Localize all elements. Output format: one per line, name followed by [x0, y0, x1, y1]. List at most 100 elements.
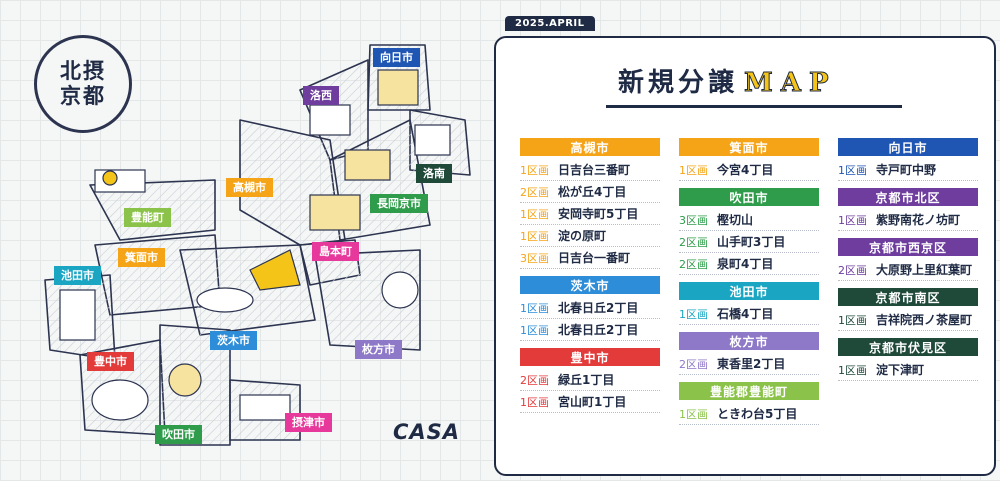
- area-header: 枚方市: [679, 332, 819, 350]
- map-label-suita: 吹田市: [155, 425, 202, 444]
- lot-location: 吉祥院西ノ茶屋町: [876, 313, 973, 327]
- lot-location: 大原野上里紅葉町: [876, 263, 973, 277]
- title-jp: 新規分譲: [618, 68, 739, 98]
- title-en: MAP: [744, 68, 837, 99]
- list-item: 1区画今宮4丁目: [679, 159, 819, 181]
- tree-icon: [102, 170, 118, 186]
- map-label-takatsuki: 高槻市: [226, 178, 273, 197]
- map-label-settsu: 摂津市: [285, 413, 332, 432]
- list-item: 1区画石橋4丁目: [679, 303, 819, 325]
- map-label-nagaokakyo: 長岡京市: [370, 194, 428, 213]
- area-header: 豊能郡豊能町: [679, 382, 819, 400]
- lot-location: 緑丘1丁目: [558, 373, 615, 387]
- shrine-icon: [344, 149, 391, 181]
- area-group: 池田市 1区画石橋4丁目: [679, 282, 819, 325]
- lot-location: 淀下津町: [876, 363, 925, 377]
- list-item: 2区画松が丘4丁目: [520, 181, 660, 203]
- castle-icon: [309, 194, 361, 231]
- lot-location: 日吉台三番町: [558, 163, 631, 177]
- lot-count: 1区画: [520, 323, 549, 337]
- train-icon: [239, 394, 291, 421]
- lot-location: 山手町3丁目: [717, 235, 786, 249]
- ferris-wheel-icon: [381, 271, 419, 309]
- torii-icon: [414, 124, 451, 156]
- lot-location: 日吉台一番町: [558, 251, 631, 265]
- map-label-ibaraki: 茨木市: [210, 331, 257, 350]
- lot-location: 安岡寺町5丁目: [558, 207, 639, 221]
- region-ibaraki: [179, 244, 316, 336]
- area-header: 京都市伏見区: [838, 338, 978, 356]
- lot-count: 1区画: [520, 395, 549, 409]
- lot-location: 今宮4丁目: [717, 163, 774, 177]
- area-header: 高槻市: [520, 138, 660, 156]
- list-item: 2区画緑丘1丁目: [520, 369, 660, 391]
- lot-count: 1区画: [520, 301, 549, 315]
- lot-location: 紫野南花ノ坊町: [876, 213, 961, 227]
- list-item: 1区画淀下津町: [838, 359, 978, 381]
- lot-count: 1区画: [520, 229, 549, 243]
- lot-count: 2区画: [838, 263, 867, 277]
- arena-icon: [196, 287, 254, 313]
- list-item: 1区画吉祥院西ノ茶屋町: [838, 309, 978, 331]
- map-label-ikeda: 池田市: [54, 266, 101, 285]
- lot-count: 2区画: [520, 373, 549, 387]
- lot-location: 宮山町1丁目: [558, 395, 627, 409]
- map-label-shimamoto: 島本町: [312, 242, 359, 261]
- lot-location: 松が丘4丁目: [558, 185, 627, 199]
- area-group: 枚方市 2区画東香里2丁目: [679, 332, 819, 375]
- lot-location: 寺戸町中野: [876, 163, 937, 177]
- temple-icon: [309, 104, 351, 136]
- lot-location: 泉町4丁目: [717, 257, 774, 271]
- lot-count: 2区画: [679, 257, 708, 271]
- casa-logo: CASA: [393, 420, 461, 444]
- list-item: 1区画宮山町1丁目: [520, 391, 660, 413]
- area-group: 豊能郡豊能町 1区画ときわ台5丁目: [679, 382, 819, 425]
- map-label-muko: 向日市: [373, 48, 420, 67]
- list-item: 3区画樫切山: [679, 209, 819, 231]
- lot-count: 2区画: [679, 357, 708, 371]
- hall-icon: [91, 379, 149, 421]
- area-group: 京都市南区 1区画吉祥院西ノ茶屋町: [838, 288, 978, 331]
- list-item: 2区画東香里2丁目: [679, 353, 819, 375]
- area-header: 箕面市: [679, 138, 819, 156]
- area-header: 茨木市: [520, 276, 660, 294]
- list-item: 1区画ときわ台5丁目: [679, 403, 819, 425]
- list-item: 2区画泉町4丁目: [679, 253, 819, 275]
- lot-count: 3区画: [520, 251, 549, 265]
- lot-location: 樫切山: [717, 213, 754, 227]
- lot-count: 1区画: [838, 363, 867, 377]
- list-item: 1区画北春日丘2丁目: [520, 297, 660, 319]
- date-tab: 2025.APRIL: [505, 16, 595, 31]
- list-item: 1区画淀の原町: [520, 225, 660, 247]
- tower-icon: [59, 289, 96, 341]
- area-header: 京都市北区: [838, 188, 978, 206]
- lot-location: ときわ台5丁目: [717, 407, 798, 421]
- lot-count: 1区画: [838, 163, 867, 177]
- lot-count: 2区画: [520, 185, 549, 199]
- area-header: 池田市: [679, 282, 819, 300]
- lot-count: 1区画: [679, 307, 708, 321]
- lot-count: 1区画: [838, 313, 867, 327]
- area-header: 京都市南区: [838, 288, 978, 306]
- lot-count: 3区画: [679, 213, 708, 227]
- area-group: 京都市伏見区 1区画淀下津町: [838, 338, 978, 381]
- lot-count: 1区画: [520, 163, 549, 177]
- sun-tower-icon: [168, 363, 202, 397]
- map-label-hirakata: 枚方市: [355, 340, 402, 359]
- title-underline: [606, 105, 902, 108]
- lot-location: 北春日丘2丁目: [558, 301, 639, 315]
- landmark-icons: [59, 69, 451, 421]
- lot-count: 1区画: [679, 407, 708, 421]
- lot-location: 北春日丘2丁目: [558, 323, 639, 337]
- stamp-line-2: 京都: [60, 84, 106, 108]
- map-label-toyono: 豊能町: [124, 208, 171, 227]
- list-item: 2区画大原野上里紅葉町: [838, 259, 978, 281]
- area-group: 箕面市 1区画今宮4丁目: [679, 138, 819, 181]
- bamboo-icon: [377, 69, 419, 106]
- stadium-icon: [249, 249, 301, 291]
